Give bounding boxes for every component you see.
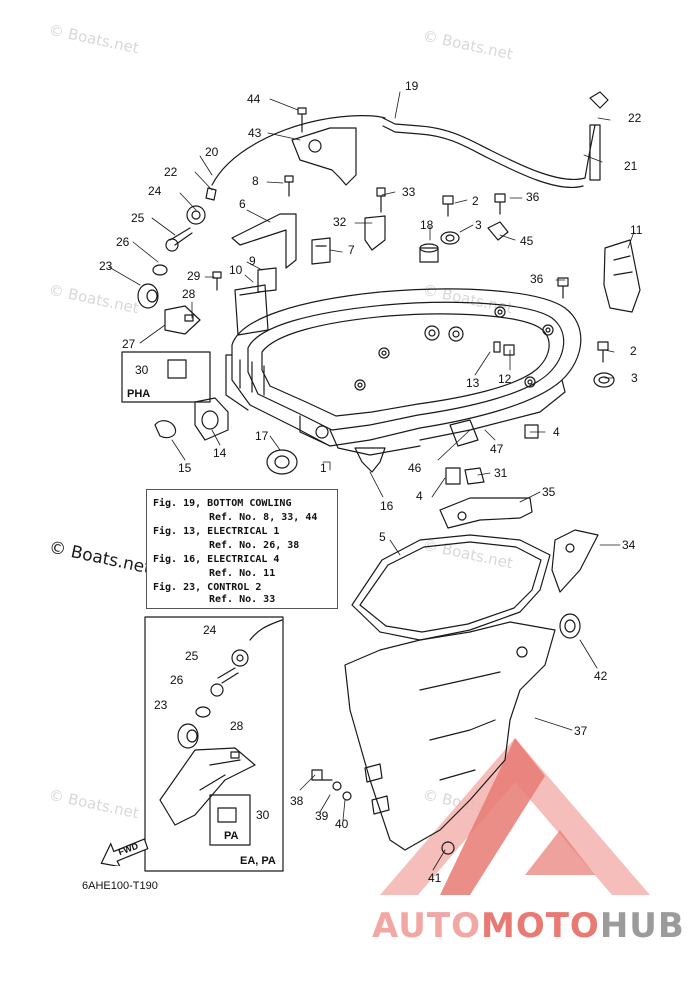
callout-22: 22 [164,165,178,179]
callout-30: 30 [256,808,270,822]
callout-36: 36 [530,272,544,286]
callout-27: 27 [122,337,136,351]
brand-part: AUTO [372,906,481,946]
callout-38: 38 [290,794,304,808]
lower-cowl [344,613,581,855]
callout-2: 2 [630,344,637,358]
callout-2: 2 [472,194,479,208]
callout-25: 25 [131,211,145,225]
callout-39: 39 [315,809,329,823]
callout-36: 36 [526,190,540,204]
callout-16: 16 [380,499,394,513]
callout-23: 23 [99,259,113,273]
callout-42: 42 [594,669,608,683]
callout-35: 35 [542,485,556,499]
callout-28: 28 [230,719,244,733]
callout-40: 40 [335,817,349,831]
callout-17: 17 [255,429,269,443]
callout-4: 4 [553,425,560,439]
diagram-code: 6AHE100-T190 [82,880,158,892]
callout-24: 24 [203,623,217,637]
callout-21: 21 [624,159,638,173]
note-line: Fig. 23, CONTROL 2 [153,582,262,593]
callout-41: 41 [428,871,442,885]
pha-box-frame [121,351,211,403]
callout-25: 25 [185,649,199,663]
callout-26: 26 [170,673,184,687]
small-parts [137,91,641,593]
callout-20: 20 [205,145,219,159]
callout-24: 24 [148,184,162,198]
callout-14: 14 [213,446,227,460]
note-line: Ref. No. 11 [209,568,276,579]
leader-lines [108,91,635,871]
callout-12: 12 [498,372,512,386]
callout-47: 47 [490,442,504,456]
callout-7: 7 [348,243,355,257]
callout-15: 15 [178,461,192,475]
note-line: Ref. No. 33 [209,594,276,605]
callout-3: 3 [475,218,482,232]
callout-22: 22 [628,111,642,125]
callout-26: 26 [116,235,130,249]
callout-23: 23 [154,698,168,712]
callout-34: 34 [622,538,636,552]
note-line: Fig. 13, ELECTRICAL 1 [153,526,280,537]
callout-43: 43 [248,126,262,140]
reference-notes-box: Fig. 19, BOTTOM COWLING Ref. No. 8, 33, … [146,489,338,609]
brand-part: HUB [599,906,685,946]
inset-ea-pa-frame [144,616,284,872]
callout-3: 3 [631,371,638,385]
callout-8: 8 [252,174,259,188]
callout-4: 4 [416,489,423,503]
callout-45: 45 [520,234,534,248]
callout-28: 28 [182,287,196,301]
callout-32: 32 [333,215,347,229]
callout-5: 5 [379,530,386,544]
seal-part [351,534,551,641]
callout-19: 19 [405,79,419,93]
note-line: Ref. No. 8, 33, 44 [209,512,318,523]
callout-18: 18 [420,218,434,232]
callout-13: 13 [466,376,480,390]
callout-33: 33 [402,185,416,199]
brand-part: MOTO [480,906,600,946]
callout-37: 37 [574,724,588,738]
note-line: Fig. 16, ELECTRICAL 4 [153,554,280,565]
callout-30: 30 [135,363,149,377]
callout-44: 44 [247,92,261,106]
callout-31: 31 [494,466,508,480]
callout-9: 9 [249,254,256,268]
callout-11: 11 [630,223,643,237]
callout-29: 29 [187,269,201,283]
pa-label: PA [224,830,239,842]
ea-pa-label: EA, PA [240,855,276,867]
bottom-cowling-tray [225,288,582,456]
callout-6: 6 [239,197,246,211]
callout-1: 1 [320,461,327,475]
callout-46: 46 [408,461,422,475]
note-line: Fig. 19, BOTTOM COWLING [153,498,292,509]
forward-arrow-icon: FWD [98,838,150,868]
pha-label: PHA [127,388,151,400]
automotohub-logo-text: AUTOMOTOHUB [372,906,685,946]
callout-10: 10 [229,263,243,277]
note-line: Ref. No. 26, 38 [209,540,300,551]
